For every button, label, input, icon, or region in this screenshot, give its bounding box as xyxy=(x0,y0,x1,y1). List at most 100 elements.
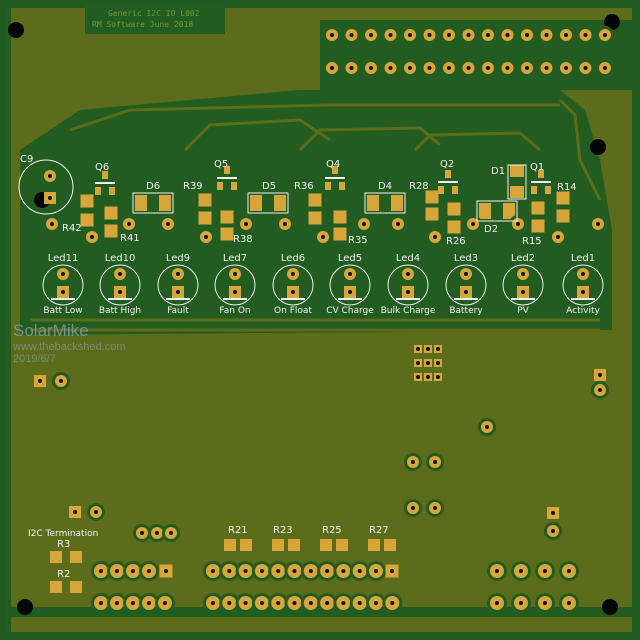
smd-pad xyxy=(320,539,332,551)
round-pad xyxy=(537,59,556,77)
smd-pad xyxy=(332,166,338,174)
round-pad xyxy=(440,26,458,44)
round-pad xyxy=(478,418,496,436)
led-ref: Led4 xyxy=(396,253,420,264)
smd-pad xyxy=(308,211,322,225)
smd-pad xyxy=(135,195,147,211)
square-pad xyxy=(517,286,529,298)
board-credit: RM Software June 2018 xyxy=(92,20,193,29)
label-r26: R26 xyxy=(446,236,466,247)
pads xyxy=(34,26,614,613)
smd-pad xyxy=(70,551,82,563)
smd-pad xyxy=(447,202,461,216)
mounting-hole xyxy=(590,139,606,155)
smd-pad xyxy=(198,193,212,207)
diode-outline xyxy=(364,192,406,214)
smd-pad xyxy=(479,203,491,219)
smd-pad xyxy=(447,220,461,234)
round-pad xyxy=(314,228,332,246)
smd-pad xyxy=(367,195,379,211)
led-ref: Led9 xyxy=(166,253,190,264)
round-pad xyxy=(52,372,70,390)
label-d6: D6 xyxy=(146,181,160,192)
led-ref: Led5 xyxy=(338,253,362,264)
round-pad xyxy=(362,26,380,44)
diode-outline xyxy=(132,192,174,214)
led-label: CV Charge xyxy=(326,306,374,316)
led-outline xyxy=(272,264,314,306)
round-pad xyxy=(317,593,338,613)
smd-pad xyxy=(556,191,570,205)
round-pad xyxy=(535,593,555,613)
led-outline xyxy=(42,264,84,306)
square-pad xyxy=(547,507,559,519)
label-r38: R38 xyxy=(233,234,253,245)
smd-pad xyxy=(425,190,439,204)
round-pad xyxy=(366,593,386,613)
square-pad xyxy=(402,286,414,298)
round-pad xyxy=(511,561,531,581)
square-pad xyxy=(414,359,422,367)
smd-pad xyxy=(288,539,300,551)
watermark-url: www.thebackshed.com xyxy=(12,341,126,353)
round-pad xyxy=(381,26,400,44)
square-pad xyxy=(57,286,69,298)
diode-outline xyxy=(247,192,289,214)
round-pad xyxy=(518,26,536,44)
led-label: Batt High xyxy=(99,306,141,316)
square-pad xyxy=(44,192,56,204)
round-pad xyxy=(162,524,180,542)
label-r35: R35 xyxy=(348,235,368,246)
smd-pad xyxy=(104,206,118,220)
label-q2: Q2 xyxy=(440,159,454,170)
round-pad xyxy=(401,59,419,77)
label-r27: R27 xyxy=(369,525,389,536)
round-pad xyxy=(596,26,614,44)
round-pad xyxy=(404,453,422,471)
round-pad xyxy=(237,215,255,233)
label-r14: R14 xyxy=(557,182,577,193)
round-pad xyxy=(107,561,127,581)
label-i2c-termination: I2C Termination xyxy=(28,529,98,539)
round-pad xyxy=(219,593,240,613)
led-outline xyxy=(157,264,199,306)
led-ref: Led1 xyxy=(571,253,595,264)
label-r23: R23 xyxy=(273,525,293,536)
round-pad xyxy=(518,59,536,77)
round-pad xyxy=(169,265,187,283)
smd-pad xyxy=(438,186,444,194)
label-r39: R39 xyxy=(183,181,203,192)
round-pad xyxy=(235,561,256,581)
round-pad xyxy=(123,593,143,613)
square-pad xyxy=(114,286,126,298)
round-pad xyxy=(589,215,607,233)
round-pad xyxy=(479,59,497,77)
title-block xyxy=(85,4,225,34)
round-pad xyxy=(487,561,507,581)
round-pad xyxy=(268,593,289,613)
round-pad xyxy=(333,593,354,613)
smd-pad xyxy=(198,211,212,225)
round-pad xyxy=(498,26,517,44)
round-pad xyxy=(300,561,321,581)
smd-pad xyxy=(308,193,322,207)
round-pad xyxy=(54,265,72,283)
round-pad xyxy=(426,499,444,517)
smd-pad xyxy=(368,539,380,551)
mounting-hole xyxy=(604,14,620,30)
square-pad xyxy=(424,373,432,381)
round-pad xyxy=(596,59,614,77)
round-pad xyxy=(479,26,497,44)
round-pad xyxy=(333,561,354,581)
diode-outline xyxy=(476,200,518,222)
round-pad xyxy=(268,561,289,581)
round-pad xyxy=(576,26,595,44)
square-pad xyxy=(424,359,432,367)
smd-pad xyxy=(510,186,524,198)
round-pad xyxy=(440,59,458,77)
round-pad xyxy=(43,215,61,233)
label-d1: D1 xyxy=(491,166,505,177)
square-pad xyxy=(414,345,422,353)
label-r41: R41 xyxy=(120,233,140,244)
led-outline xyxy=(387,264,429,306)
